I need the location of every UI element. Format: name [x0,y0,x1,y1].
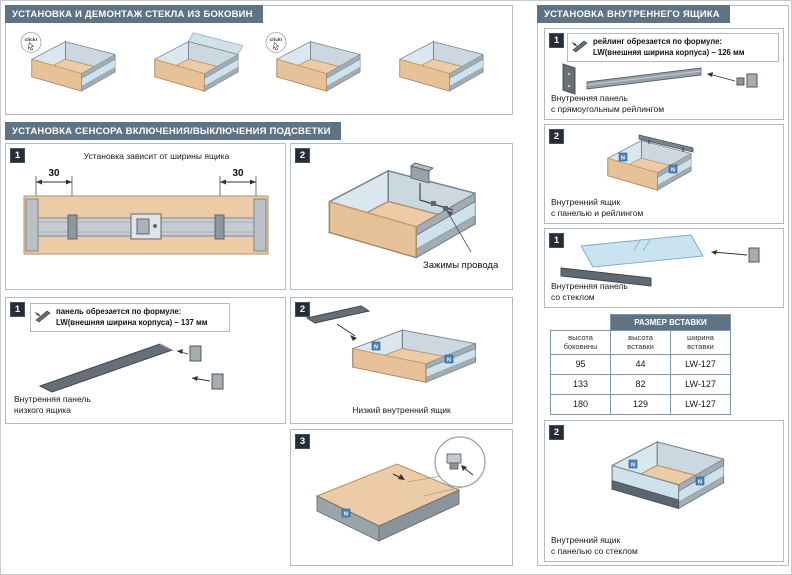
step-number-badge: 1 [10,302,25,317]
sensor-step-1: 1 Установка зависит от ширины ящика 30 3… [5,143,286,290]
caption-glass-drawer: Внутренний ящик с панелью со стеклом [551,534,638,556]
panel-formula-box: панель обрезается по формуле: LW(внешняя… [30,303,230,333]
rail-drawer-illustration [607,134,694,191]
clip-left [67,214,78,240]
clip-detail-illustration [315,436,486,542]
clip-right [214,214,225,240]
drawer-illustration-assembled [399,41,484,92]
glass-drawer-illustration [611,441,725,509]
col-header-side-height: высота боковины [550,330,611,355]
sensor-drawer-illustration: Зажимы провода [328,162,499,271]
wire-clips-label: Зажимы провода [423,260,499,271]
section-inner-drawer: УСТАНОВКА ВНУТРЕННЕГО ЯЩИКА 1 рейлинг об… [537,5,789,566]
step-number-badge: 2 [295,148,310,163]
formula-intro: рейлинг обрезается по формуле: [593,37,723,46]
cell-insert-width: LW-127 [670,393,731,415]
caption-rail-drawer: Внутренний ящик с панелью и рейлингом [551,196,644,218]
cell-side-height: 95 [550,353,611,375]
bracket-bottom [211,373,224,390]
formula-text: LW(внешняя ширина корпуса) – 126 мм [593,47,745,57]
table-row: 95 44 LW-127 [550,353,731,375]
sensor-position-diagram: 30 30 [23,168,269,255]
cell-insert-height: 44 [610,353,671,375]
col-header-insert-width: ширина вставки [670,330,731,355]
step-number-badge: 1 [10,148,25,163]
caption-rail-panel: Внутренняя панель с прямоугольным рейлин… [551,92,665,114]
rail-panel-illustration [562,63,758,95]
step-number-badge: 1 [549,233,564,248]
rail-drawer-step-2: 2 Внутренний ящик с панелью и рейлингом [544,124,784,224]
wire [419,183,454,211]
drawer-illustration-click-2 [265,32,361,92]
insert-size-table: РАЗМЕР ВСТАВКИ высота боковины высота вс… [550,314,731,415]
bracket-top [189,345,202,362]
cell-insert-width: LW-127 [670,373,731,395]
caption-low-panel: Внутренняя панель низкого ящика [14,393,91,415]
glass-panel-illustration [560,234,760,287]
step-number-badge: 2 [295,302,310,317]
caption-low-drawer: Низкий внутренний ящик [352,404,451,415]
cell-insert-height: 129 [610,393,671,415]
dim-right: 30 [232,168,244,179]
cut-rail-icon [571,40,588,53]
step-number-badge: 2 [549,425,564,440]
drawer-illustration-glass-removed [153,32,243,92]
cut-panel-icon [34,310,51,323]
rail-formula-box: рейлинг обрезается по формуле: LW(внешня… [567,33,779,63]
low-drawer-step-2: 2 Низкий внутренний ящик [290,297,513,424]
step-number-badge: 2 [549,129,564,144]
glass-step-illustrations [8,26,510,114]
rail-bracket [746,73,758,88]
table-row: 180 129 LW-127 [550,393,731,415]
glass-sheet [580,234,704,268]
cell-insert-height: 82 [610,373,671,395]
drawer-rail-bar [638,134,694,153]
table-title: РАЗМЕР ВСТАВКИ [610,314,731,331]
dim-left: 30 [48,168,60,179]
section-glass-install: УСТАНОВКА И ДЕМОНТАЖ СТЕКЛА ИЗ БОКОВИН [5,5,513,115]
low-drawer-illustration [305,305,477,383]
col-header-insert-height: высота вставки [610,330,671,355]
rail-panel-step-1: 1 рейлинг обрезается по формуле: LW(внеш… [544,28,784,120]
step-number-badge: 1 [549,33,564,48]
cell-side-height: 180 [550,393,611,415]
low-panel-illustration [38,343,224,393]
drawer-illustration-click-1 [20,32,116,92]
caption-glass-panel: Внутренняя панель со стеклом [551,280,628,302]
low-panel-step-1: 1 панель обрезается по формуле: LW(внешн… [5,297,286,424]
sensor-note: Установка зависит от ширины ящика [83,151,230,161]
section-title-sensor: УСТАНОВКА СЕНСОРА ВКЛЮЧЕНИЯ/ВЫКЛЮЧЕНИЯ П… [5,122,341,140]
glass-panel-step-1: 1 Внутренняя панель со стеклом [544,228,784,308]
clip-step-3: 3 [290,429,513,566]
section-title-glass: УСТАНОВКА И ДЕМОНТАЖ СТЕКЛА ИЗ БОКОВИН [5,5,263,23]
step-number-badge: 3 [295,434,310,449]
sensor-step-2: 2 Зажимы провода [290,143,513,290]
section-title-inner: УСТАНОВКА ВНУТРЕННЕГО ЯЩИКА [537,5,730,23]
formula-intro: панель обрезается по формуле: [56,307,182,316]
table-corner-cell [551,315,611,331]
table-row: 133 82 LW-127 [550,373,731,395]
cell-insert-width: LW-127 [670,353,731,375]
formula-text: LW(внешняя ширина корпуса) – 137 мм [56,317,208,327]
cell-side-height: 133 [550,373,611,395]
panel-strip [560,267,652,287]
glass-drawer-step-2: 2 Внутренний ящик с панелью со стеклом [544,420,784,562]
glass-bracket [748,247,760,263]
